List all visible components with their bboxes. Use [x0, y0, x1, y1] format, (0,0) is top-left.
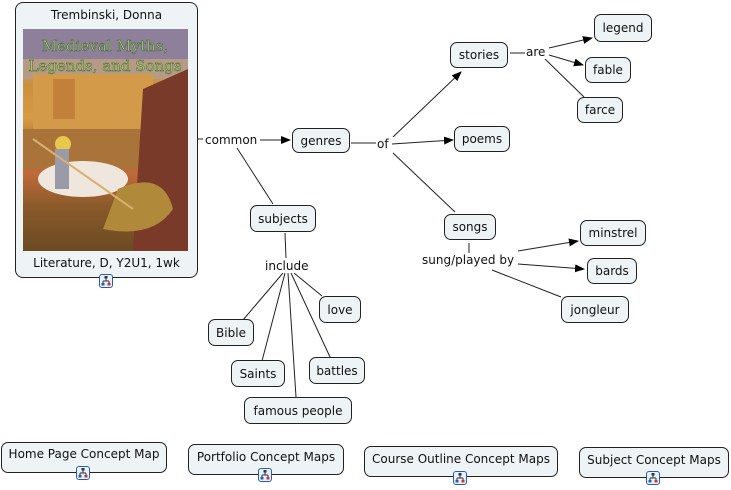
- link-sungby-bards: [517, 263, 585, 273]
- link-are-legend: [548, 36, 593, 49]
- book-title-line2: Legends, and Songs: [28, 57, 181, 75]
- linking-phrase-include: include: [264, 259, 310, 273]
- concept-farce[interactable]: farce: [577, 97, 623, 123]
- link-include-battles: [290, 272, 331, 358]
- concept-map-icon[interactable]: [76, 466, 90, 480]
- concept-battles[interactable]: battles: [309, 357, 365, 384]
- link-sungby-jongleur: [491, 269, 562, 298]
- concept-poems[interactable]: poems: [454, 126, 510, 152]
- linking-phrase-sung-played-by: sung/played by: [421, 253, 516, 267]
- concept-map-icon[interactable]: [99, 274, 113, 288]
- concept-famous-people[interactable]: famous people: [244, 397, 352, 424]
- concept-jongleur[interactable]: jongleur: [561, 296, 629, 323]
- link-include-famous: [287, 272, 297, 398]
- linking-phrase-are: are: [525, 45, 547, 59]
- concept-saints[interactable]: Saints: [231, 360, 285, 387]
- concept-bards[interactable]: bards: [587, 258, 637, 284]
- concept-minstrel[interactable]: minstrel: [580, 220, 646, 246]
- concept-map-icon[interactable]: [258, 468, 272, 482]
- link-include-saints: [261, 272, 286, 362]
- concept-legend[interactable]: legend: [594, 14, 652, 42]
- link-of-stories: [392, 71, 462, 138]
- link-sungby-minstrel: [517, 238, 579, 252]
- nav-portfolio-concept-maps[interactable]: Portfolio Concept Maps: [188, 444, 344, 475]
- concept-love[interactable]: love: [319, 296, 361, 323]
- book-cover-illustration: Medieval Myths, Legends, and Songs: [23, 29, 188, 251]
- concept-map-icon[interactable]: [453, 471, 467, 485]
- concept-genres[interactable]: genres: [292, 128, 350, 153]
- concept-map-icon[interactable]: [646, 471, 660, 485]
- course-info: Literature, D, Y2U1, 1wk: [33, 256, 180, 270]
- concept-bible[interactable]: Bible: [208, 319, 254, 346]
- book-title-line1: Medieval Myths,: [42, 37, 168, 55]
- concept-songs[interactable]: songs: [444, 214, 496, 240]
- link-common-subjects: [236, 147, 274, 205]
- link-of-poems: [391, 136, 454, 145]
- linking-phrase-of: of: [376, 137, 390, 151]
- link-subjects-include: [284, 232, 287, 259]
- book-cover-image: Medieval Myths, Legends, and Songs: [23, 29, 188, 251]
- link-include-love: [293, 272, 323, 297]
- link-include-bible: [242, 272, 284, 321]
- link-of-songs: [392, 152, 456, 213]
- concept-fable[interactable]: fable: [585, 57, 631, 83]
- link-are-farce: [544, 58, 585, 98]
- concept-stories[interactable]: stories: [450, 42, 508, 68]
- author-name: Trembinski, Donna: [50, 8, 163, 22]
- linking-phrase-common: common: [204, 133, 259, 147]
- main-concept-node[interactable]: Trembinski, Donna Medieval Myths, Legend…: [15, 2, 198, 278]
- concept-subjects[interactable]: subjects: [250, 205, 316, 232]
- link-are-fable: [548, 54, 584, 67]
